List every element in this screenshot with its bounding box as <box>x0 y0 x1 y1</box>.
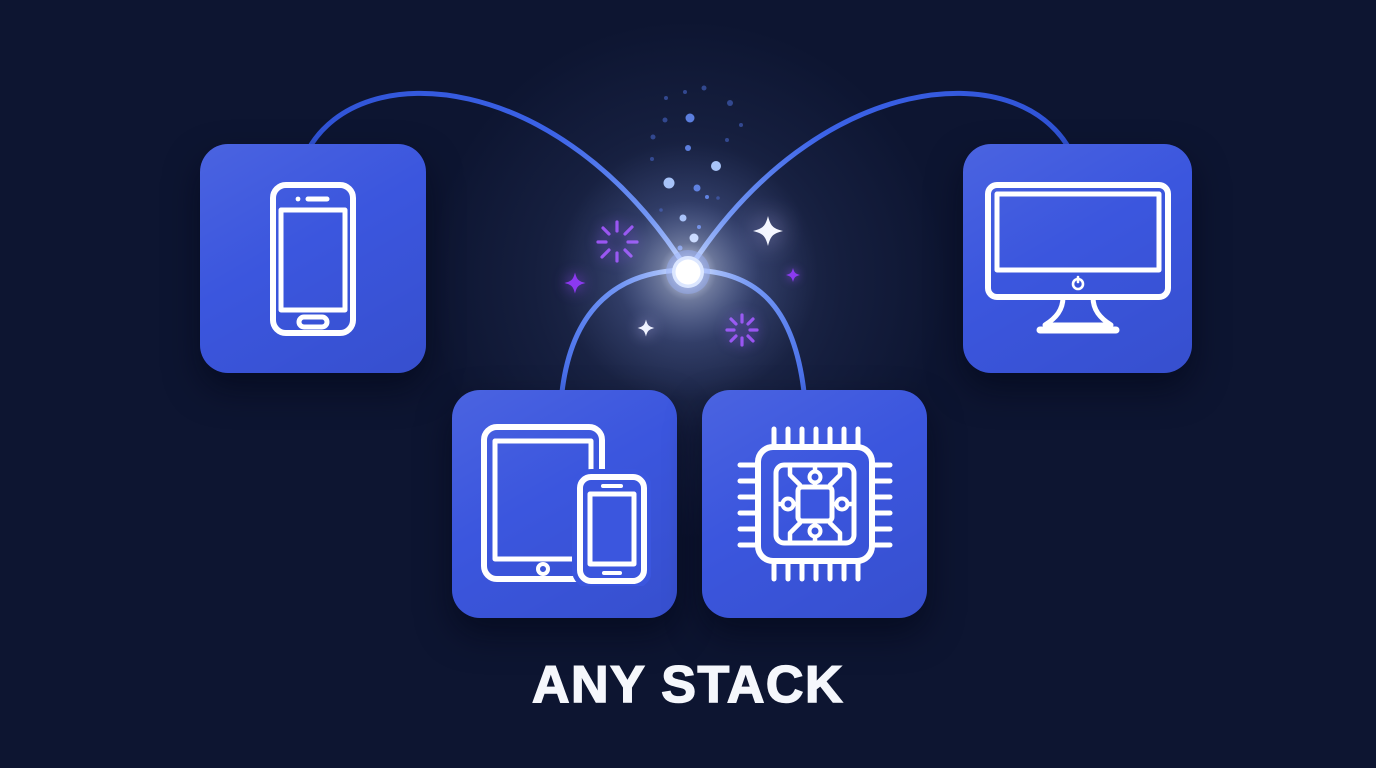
chip-pins <box>737 426 892 582</box>
processor-chip-icon <box>737 426 892 582</box>
tile-chip <box>702 390 927 618</box>
desktop-monitor-icon <box>984 181 1171 333</box>
tile-tablet-phone <box>452 390 677 618</box>
tile-desktop <box>963 144 1192 373</box>
smartphone-icon <box>270 181 356 336</box>
tablet-phone-icon <box>480 424 651 586</box>
hub-glow-orb <box>558 142 818 402</box>
tile-smartphone <box>200 144 426 373</box>
caption-any-stack: ANY STACK <box>531 655 845 715</box>
